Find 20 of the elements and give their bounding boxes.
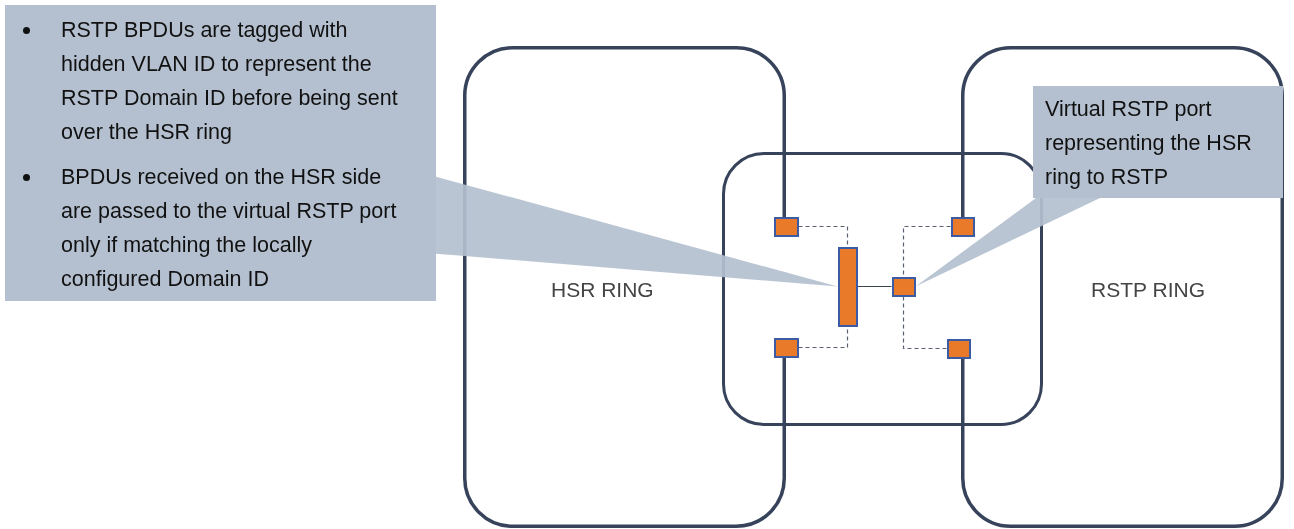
device-box [722,152,1043,426]
virtual-port-square [891,276,916,297]
dashed-connector [797,225,849,248]
ring-outline [463,46,786,528]
ring-label: RSTP RING [1091,278,1205,302]
bullet-text: BPDUs received on the HSR side are passed to the virtual RSTP port only if matching the locally configured Domain ID [61,165,397,291]
callout-text: Virtual RSTP port representing the HSR ring to RSTP [1045,96,1253,191]
callout-box [5,5,436,301]
port-square [946,338,971,359]
connector-line [856,285,893,288]
port-square [773,216,799,237]
ring-label: HSR RING [551,278,654,302]
port-square [773,337,799,358]
callout-pointer [915,198,1100,287]
bridge-bar [837,246,858,327]
dashed-connector [902,295,948,350]
port-square [950,216,975,237]
dashed-connector [902,225,952,278]
callout-box [1033,86,1283,198]
bullet-text: RSTP BPDUs are tagged with hidden VLAN ID to represent the RSTP Domain ID before being sent over the HSR ring [61,18,398,144]
